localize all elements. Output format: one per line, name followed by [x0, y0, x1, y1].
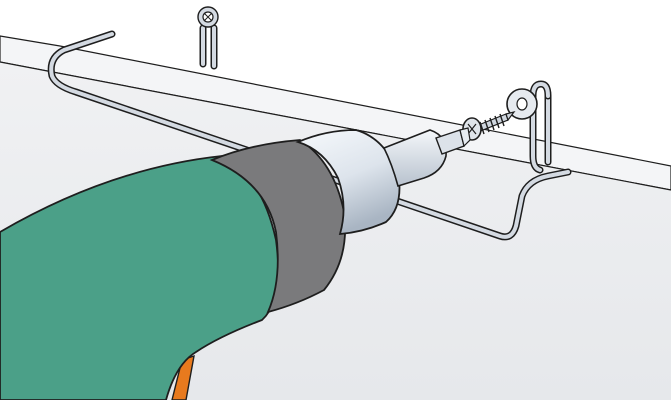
board-top-surface [0, 35, 671, 191]
board-front-edge [0, 61, 671, 191]
cordless-drill-icon [0, 127, 471, 400]
drill-collar-band [209, 139, 347, 314]
wire-bracket-icon [529, 80, 552, 174]
drill-trigger [171, 354, 195, 400]
drill-chuck [295, 129, 401, 236]
wire-bracket-icon [197, 6, 219, 70]
wire-rail-icon [47, 30, 572, 241]
